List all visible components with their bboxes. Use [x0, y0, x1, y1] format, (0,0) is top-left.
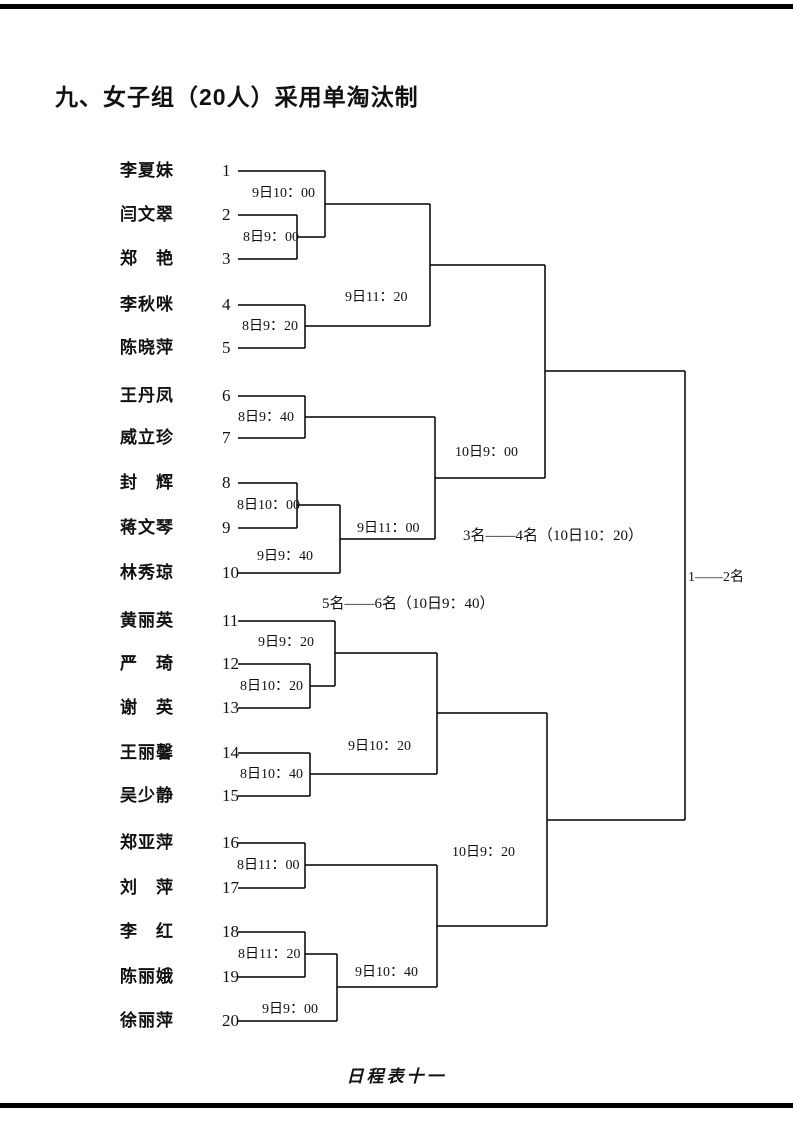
- page-footer: 日程表十一: [346, 1067, 447, 1086]
- player-name: 严 琦: [120, 654, 174, 673]
- player-row: 郑亚萍 16: [120, 833, 239, 852]
- player-name: 李秋咪: [120, 295, 174, 314]
- player-row: 闫文翠 2: [120, 206, 238, 224]
- player-row: 谢 英 13: [120, 698, 239, 717]
- player-seed: 15: [222, 786, 239, 805]
- player-seed: 19: [222, 967, 239, 986]
- player-seed: 20: [222, 1011, 239, 1030]
- player-name: 蒋文琴: [120, 518, 174, 537]
- match-time-label: 8日9：00: [243, 230, 299, 245]
- player-row: 王丹凤 6: [120, 387, 238, 405]
- match-time-label: 8日11：00: [237, 858, 300, 873]
- player-seed: 8: [222, 473, 231, 492]
- match-time-label: 8日9：40: [238, 410, 294, 425]
- player-seed: 14: [222, 743, 239, 762]
- match-time-label: 9日9：40: [257, 549, 313, 564]
- page-bottom-border: [0, 1103, 793, 1108]
- player-name: 李 红: [120, 922, 174, 941]
- match-time-label: 9日9：20: [258, 635, 314, 650]
- player-seed: 10: [222, 563, 239, 582]
- match-time-label: 9日9：00: [262, 1002, 318, 1017]
- player-name: 郑亚萍: [120, 833, 174, 852]
- player-name: 吴少静: [120, 786, 174, 805]
- player-seed: 11: [222, 611, 239, 630]
- player-row: 林秀琼 10: [120, 563, 239, 582]
- match-time-label: 8日10：20: [240, 679, 303, 694]
- player-seed: 12: [222, 654, 239, 673]
- match-time-label: 9日10：00: [252, 186, 315, 201]
- player-seed: 3: [222, 249, 231, 268]
- player-row: 李 红 18: [120, 922, 239, 941]
- player-row: 严 琦 12: [120, 654, 239, 673]
- page-title: 九、女子组（20人）采用单淘汰制: [55, 84, 419, 110]
- player-seed: 9: [222, 518, 231, 537]
- player-row: 徐丽萍 20: [120, 1011, 239, 1030]
- fifth-sixth-label: 5名——6名（10日9：40）: [322, 596, 495, 612]
- match-time-label: 9日10：20: [348, 739, 411, 754]
- match-time-label: 10日9：00: [455, 445, 518, 460]
- player-name: 李夏妹: [120, 161, 174, 180]
- player-seed: 2: [222, 205, 231, 224]
- match-time-label: 8日9：20: [242, 319, 298, 334]
- match-time-label: 9日11：20: [345, 290, 408, 305]
- player-name: 徐丽萍: [120, 1011, 174, 1030]
- player-seed: 1: [222, 161, 231, 180]
- player-name: 王丽馨: [120, 743, 174, 762]
- player-name: 陈丽娥: [120, 967, 174, 986]
- player-name: 谢 英: [120, 698, 174, 717]
- player-row: 陈丽娥 19: [120, 967, 239, 986]
- final-placement-label: 1——2名: [688, 570, 744, 585]
- player-row: 李秋咪 4: [120, 296, 238, 314]
- player-row: 蒋文琴 9: [120, 519, 238, 537]
- player-row: 郑 艳 3: [120, 250, 238, 268]
- player-name: 闫文翠: [120, 205, 174, 224]
- player-name: 陈晓萍: [120, 338, 174, 357]
- player-row: 吴少静 15: [120, 786, 239, 805]
- player-name: 黄丽英: [120, 611, 174, 630]
- player-row: 黄丽英 11: [120, 612, 238, 630]
- third-fourth-label: 3名——4名（10日10：20）: [463, 528, 644, 544]
- player-name: 刘 萍: [120, 878, 174, 897]
- player-name: 威立珍: [120, 428, 174, 447]
- match-time-label: 10日9：20: [452, 845, 515, 860]
- player-seed: 5: [222, 338, 231, 357]
- player-name: 郑 艳: [120, 249, 174, 268]
- player-seed: 4: [222, 295, 231, 314]
- player-seed: 17: [222, 878, 239, 897]
- player-seed: 7: [222, 428, 231, 447]
- player-row: 威立珍 7: [120, 429, 238, 447]
- player-seed: 16: [222, 833, 239, 852]
- player-row: 陈晓萍 5: [120, 339, 238, 357]
- match-time-label: 8日11：20: [238, 947, 301, 962]
- page-top-border: [0, 4, 793, 9]
- player-name: 林秀琼: [120, 563, 174, 582]
- player-seed: 18: [222, 922, 239, 941]
- match-time-label: 9日10：40: [355, 965, 418, 980]
- player-row: 封 辉 8: [120, 474, 238, 492]
- match-time-label: 9日11：00: [357, 521, 420, 536]
- player-name: 王丹凤: [120, 386, 174, 405]
- player-row: 王丽馨 14: [120, 743, 239, 762]
- player-seed: 6: [222, 386, 231, 405]
- player-name: 封 辉: [120, 473, 174, 492]
- player-seed: 13: [222, 698, 239, 717]
- player-row: 李夏妹 1: [120, 162, 238, 180]
- match-time-label: 8日10：40: [240, 767, 303, 782]
- player-row: 刘 萍 17: [120, 878, 239, 897]
- match-time-label: 8日10：00: [237, 498, 300, 513]
